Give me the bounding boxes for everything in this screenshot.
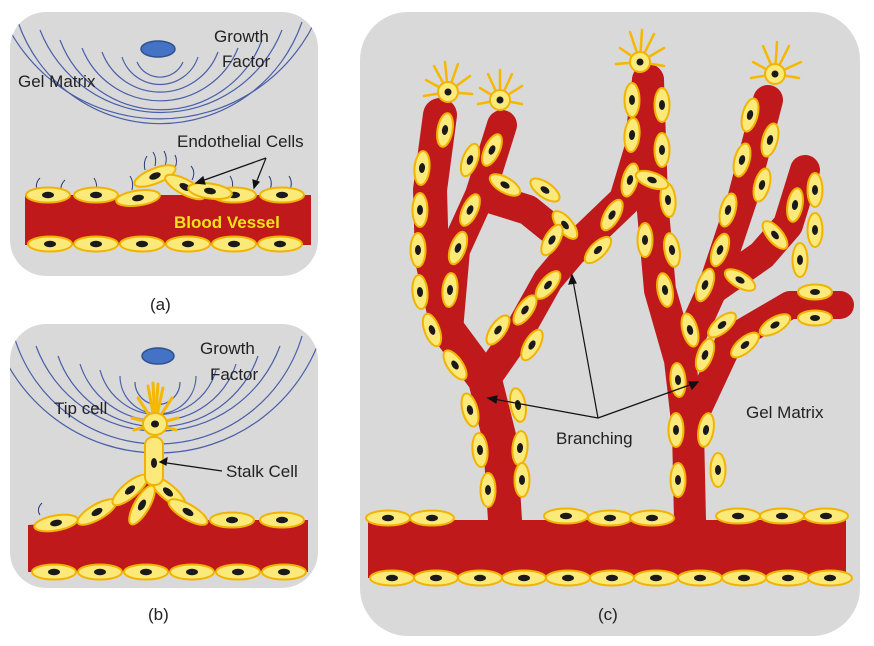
panel-a: Growth Factor Gel Matrix Endothelial Cel… [10, 12, 318, 276]
growth-factor-source [141, 347, 175, 365]
panel-c-gel-label: Gel Matrix [746, 403, 824, 422]
panel-a-endothelial-label: Endothelial Cells [177, 132, 304, 151]
tip-cell-label: Tip cell [54, 399, 107, 418]
main-vessel-top-cells [365, 507, 849, 527]
panel-a-growth-label-1: Growth [214, 27, 269, 46]
branching-arrows [486, 273, 700, 419]
filopodium [37, 502, 43, 516]
caption-b: (b) [148, 605, 169, 624]
stalk-pointer [158, 456, 223, 472]
blood-vessel [28, 478, 308, 572]
stalk-cell-label: Stalk Cell [226, 462, 298, 481]
main-blood-vessel [368, 520, 846, 578]
tip-cells [422, 28, 803, 111]
panel-b: Growth Factor Tip cell Stalk Cell [10, 324, 318, 588]
stalk-cell [144, 436, 164, 486]
main-vessel-bottom-cells [369, 569, 853, 587]
tip-cell [130, 381, 180, 436]
growth-factor-source [140, 40, 176, 58]
panel-c: Branching Gel Matrix [360, 12, 860, 636]
panel-b-growth-label-1: Growth [200, 339, 255, 358]
blood-vessel [25, 195, 311, 245]
blood-vessel-label: Blood Vessel [174, 213, 280, 232]
branching-label: Branching [556, 429, 633, 448]
caption-a: (a) [150, 295, 171, 314]
caption-c: (c) [598, 605, 618, 624]
panel-a-growth-label-2: Factor [222, 52, 271, 71]
panel-a-gel-label: Gel Matrix [18, 72, 96, 91]
panel-b-growth-label-2: Factor [210, 365, 259, 384]
endothelial-pointer [194, 157, 267, 190]
growth-factor-waves [10, 12, 318, 125]
